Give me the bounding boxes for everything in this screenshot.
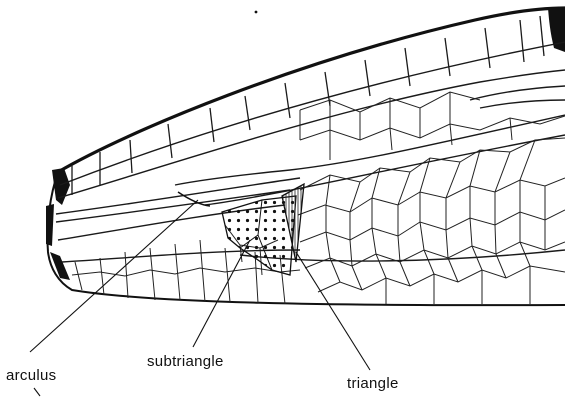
triangle-label: triangle: [347, 375, 399, 392]
longitudinal-veins: [56, 42, 565, 262]
subtriangle-label: subtriangle: [147, 353, 224, 370]
arculus-pointer: [30, 200, 198, 352]
speck: [255, 11, 258, 14]
arculus-label: arculus: [6, 367, 56, 384]
cell-mesh: [72, 92, 565, 304]
triangle-pointer: [296, 252, 370, 370]
arculus-tick: [34, 388, 40, 396]
